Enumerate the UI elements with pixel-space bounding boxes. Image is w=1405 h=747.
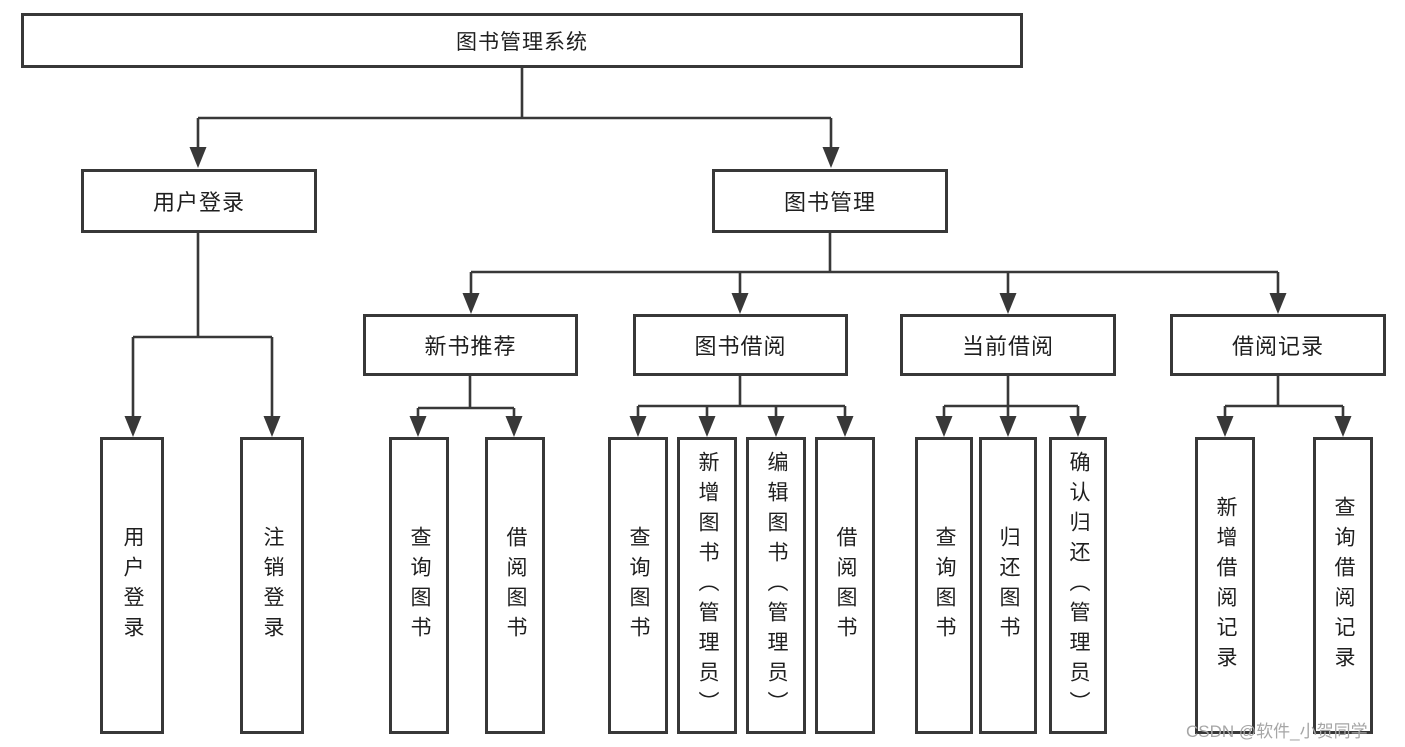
connector-current-group xyxy=(942,376,1080,421)
leaf-borrow-query-label: 查询图书 xyxy=(627,525,651,646)
leaf-borrow-query: 查询图书 xyxy=(608,437,668,734)
leaf-current-query: 查询图书 xyxy=(915,437,973,734)
leaf-borrow-book-label: 借阅图书 xyxy=(834,525,858,646)
arrow-down-icon xyxy=(462,293,480,314)
arrow-down-icon xyxy=(731,293,749,314)
leaf-borrow-add-admin-label: 新增图书（管理员） xyxy=(696,450,720,721)
leaf-current-confirm-admin: 确认归还（管理员） xyxy=(1049,437,1107,734)
leaf-logout-label: 注销登录 xyxy=(261,525,285,646)
connector-records-group xyxy=(1223,376,1345,421)
arrow-down-icon xyxy=(999,293,1017,314)
arrow-down-icon xyxy=(629,416,647,437)
leaf-newbook-query: 查询图书 xyxy=(389,437,449,734)
arrow-down-icon xyxy=(698,416,716,437)
node-book-borrow-label: 图书借阅 xyxy=(694,334,787,359)
node-new-book-recommend-label: 新书推荐 xyxy=(424,334,517,359)
arrow-down-icon xyxy=(189,147,207,168)
leaf-record-query: 查询借阅记录 xyxy=(1313,437,1373,734)
arrow-down-icon xyxy=(822,147,840,168)
arrow-down-icon xyxy=(1334,416,1352,437)
arrowheads xyxy=(124,147,1352,437)
arrow-down-icon xyxy=(263,416,281,437)
arrow-down-icon xyxy=(124,416,142,437)
arrow-down-icon xyxy=(767,416,785,437)
leaf-newbook-borrow-label: 借阅图书 xyxy=(504,525,528,646)
node-current-borrow-label: 当前借阅 xyxy=(961,334,1054,359)
watermark: CSDN @软件_小贺同学 xyxy=(1186,722,1368,741)
connector-root xyxy=(196,68,833,152)
leaf-borrow-book: 借阅图书 xyxy=(815,437,875,734)
arrow-down-icon xyxy=(836,416,854,437)
leaf-current-query-label: 查询图书 xyxy=(933,525,957,646)
leaf-user-login: 用户登录 xyxy=(100,437,164,734)
connector-borrow-group xyxy=(636,376,847,421)
node-user-login-label: 用户登录 xyxy=(152,190,245,215)
leaf-current-confirm-admin-label: 确认归还（管理员） xyxy=(1067,450,1091,721)
node-library-system: 图书管理系统 xyxy=(21,13,1023,68)
node-book-borrow: 图书借阅 xyxy=(633,314,848,376)
leaf-current-return: 归还图书 xyxy=(979,437,1037,734)
leaf-record-add: 新增借阅记录 xyxy=(1195,437,1255,734)
arrow-down-icon xyxy=(935,416,953,437)
node-borrow-records-label: 借阅记录 xyxy=(1231,334,1324,359)
arrow-down-icon xyxy=(999,416,1017,437)
node-user-login: 用户登录 xyxy=(81,169,317,233)
leaf-record-add-label: 新增借阅记录 xyxy=(1214,495,1238,676)
arrow-down-icon xyxy=(1269,293,1287,314)
leaf-borrow-edit-admin-label: 编辑图书（管理员） xyxy=(765,450,789,721)
node-book-management: 图书管理 xyxy=(712,169,948,233)
connector-user-login-group xyxy=(131,232,274,421)
arrow-down-icon xyxy=(409,416,427,437)
arrow-down-icon xyxy=(1069,416,1087,437)
node-library-system-label: 图书管理系统 xyxy=(456,30,588,54)
arrow-down-icon xyxy=(1216,416,1234,437)
leaf-current-return-label: 归还图书 xyxy=(997,525,1021,646)
node-current-borrow: 当前借阅 xyxy=(900,314,1116,376)
arrow-down-icon xyxy=(505,416,523,437)
leaf-logout: 注销登录 xyxy=(240,437,304,734)
node-new-book-recommend: 新书推荐 xyxy=(363,314,578,376)
leaf-borrow-edit-admin: 编辑图书（管理员） xyxy=(746,437,806,734)
node-borrow-records: 借阅记录 xyxy=(1170,314,1386,376)
leaf-newbook-borrow: 借阅图书 xyxy=(485,437,545,734)
connector-book-mgmt-group xyxy=(469,232,1280,298)
leaf-user-login-label: 用户登录 xyxy=(121,525,145,646)
connector-newbook-group xyxy=(416,376,516,421)
leaf-newbook-query-label: 查询图书 xyxy=(408,525,432,646)
node-book-management-label: 图书管理 xyxy=(783,190,876,215)
leaf-borrow-add-admin: 新增图书（管理员） xyxy=(677,437,737,734)
leaf-record-query-label: 查询借阅记录 xyxy=(1332,495,1356,676)
